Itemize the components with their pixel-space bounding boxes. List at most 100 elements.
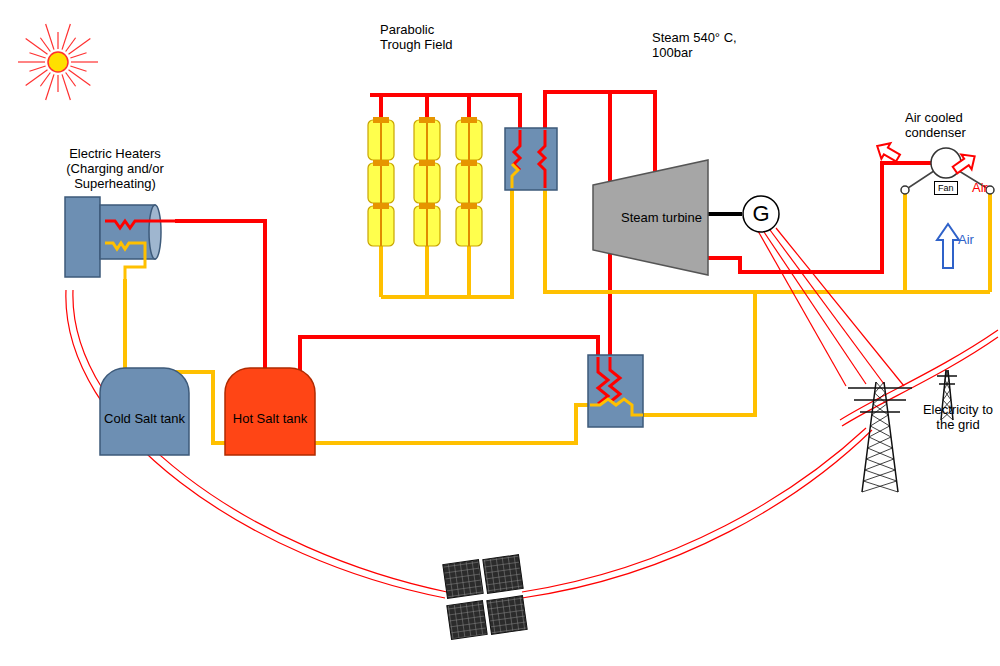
sun-ray (66, 73, 76, 87)
node-label: Cold Salt tank (104, 411, 185, 426)
hot-salt-pipe (175, 221, 265, 368)
trough-module (456, 163, 482, 203)
heater-cabinet (65, 197, 100, 277)
condenser-label: Air cooled condenser (905, 110, 987, 140)
heat-exchanger-coil (598, 357, 608, 404)
power-wire (776, 228, 904, 386)
sun-ray (70, 53, 86, 58)
cold-salt-tank: Cold Salt tank (100, 368, 189, 455)
receiver-tube (426, 206, 428, 246)
generator-wires (758, 228, 904, 386)
trough-module (456, 206, 482, 246)
pv-panel (487, 596, 527, 635)
condensate-pipe (643, 292, 755, 415)
turbine-casing (593, 160, 708, 275)
sun-symbol (18, 24, 98, 100)
node-label: Fan (938, 182, 954, 194)
hot-salt-tank: Hot Salt tank (225, 368, 315, 455)
sun-ray (69, 38, 91, 54)
pv-panel (447, 601, 487, 640)
air-label: Air (958, 232, 974, 247)
heater-vessel-end (149, 205, 161, 259)
grid-label: Electricity to the grid (920, 402, 996, 432)
sun-ray (57, 75, 58, 92)
tank-dome (225, 368, 315, 455)
trough-joint (373, 160, 389, 166)
air-cooled-condenser (873, 138, 994, 268)
trough-joint (419, 160, 435, 166)
trough-module (414, 163, 440, 203)
power-wire (66, 290, 445, 598)
sun-ray (26, 70, 48, 86)
heat-exchanger-coil (539, 130, 545, 188)
receiver-tube (380, 206, 382, 246)
receiver-tube (426, 120, 428, 160)
tower-brace (872, 404, 888, 415)
power-wire (758, 231, 846, 386)
trough-module (414, 120, 440, 160)
tower-crossarm (937, 376, 957, 384)
heater-vessel (100, 205, 155, 259)
node-label: Hot Salt tank (233, 411, 307, 426)
trough-module (456, 120, 482, 160)
hot-air-arrow (873, 138, 903, 166)
trough-joint (461, 117, 477, 123)
tower-brace (862, 481, 898, 492)
trough-joint (419, 117, 435, 123)
sun-ray (66, 38, 76, 52)
sun-ray (18, 61, 45, 62)
tower-brace (945, 370, 949, 380)
cool-air-arrow (937, 224, 959, 268)
tower-brace (870, 415, 889, 426)
pv-panels (443, 555, 527, 640)
steam-conditions: Steam 540° C, 100bar (652, 30, 752, 60)
trough-joint (373, 117, 389, 123)
node-label: Steam turbine (621, 210, 702, 225)
tower-brace (873, 393, 887, 404)
receiver-tube (468, 163, 470, 203)
trough-module (368, 206, 394, 246)
tower-brace (863, 470, 896, 481)
sun-ray (29, 66, 45, 71)
generator-outline (743, 196, 779, 232)
receiver-tube (380, 163, 382, 203)
heater-coil (105, 221, 175, 228)
receiver-tube (468, 206, 470, 246)
tower-brace (865, 459, 895, 470)
condensate-pipe (905, 194, 990, 292)
hot-salt-pipe (300, 337, 598, 380)
cold-htf-pipe (381, 188, 512, 297)
node-label: Electric Heaters (Charging and/or Superh… (55, 146, 175, 191)
parabolic-trough-collectors (368, 117, 482, 246)
sun-disc (48, 52, 68, 72)
tower-brace (868, 437, 893, 448)
receiver-tube (426, 163, 428, 203)
air-label: Air (972, 180, 988, 195)
trough-module (368, 120, 394, 160)
heat-exchanger-box (505, 128, 557, 190)
electric-heater: Electric Heaters (Charging and/or Superh… (55, 146, 175, 279)
exhaust-steam-pipe (700, 163, 932, 272)
sun-ray (69, 70, 91, 86)
condenser-header (901, 186, 909, 194)
sun-ray (29, 53, 45, 58)
sun-ray (57, 32, 58, 49)
sun-ray (26, 38, 48, 54)
pv-panel (483, 555, 523, 594)
cold-salt-pipe (123, 279, 127, 368)
heat-exchanger-box (588, 355, 643, 427)
pv-panel (443, 560, 483, 599)
tank-dome (100, 368, 189, 455)
heat-exchanger-coil (512, 164, 518, 188)
superheater-heat-exchanger (588, 355, 643, 427)
fan-box: Fan (934, 181, 958, 195)
hot-air-arrow (950, 149, 980, 178)
sun-ray (40, 73, 50, 87)
tower-brace (943, 390, 951, 400)
power-wire (522, 428, 866, 592)
trough-joint (461, 160, 477, 166)
power-wire (522, 430, 872, 598)
